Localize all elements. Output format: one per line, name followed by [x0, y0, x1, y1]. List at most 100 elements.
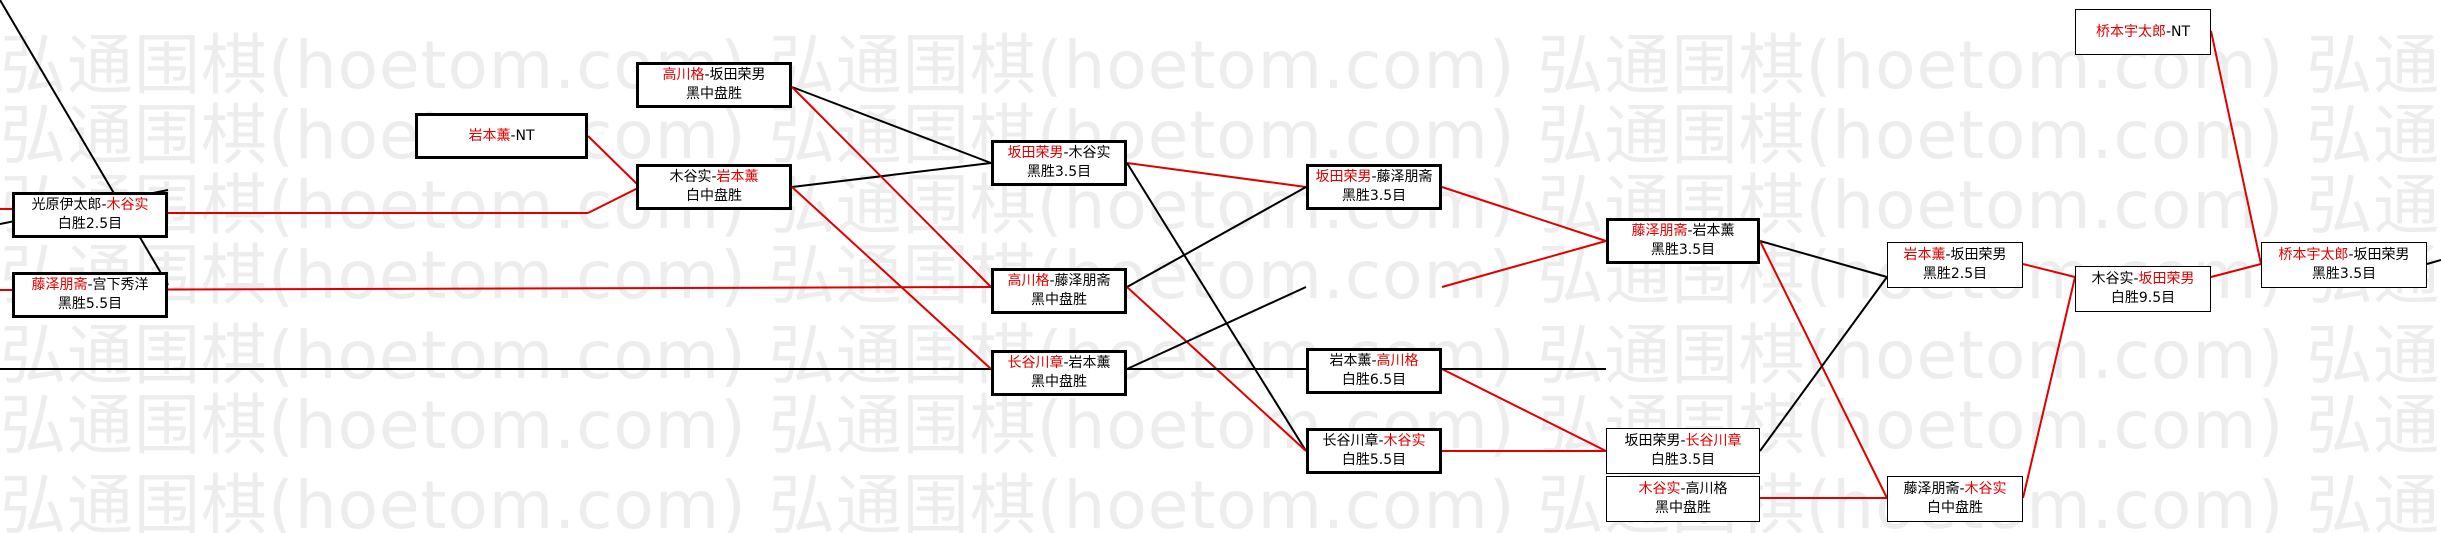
player-name: NT [515, 127, 535, 144]
connector-line [2022, 263, 2076, 278]
connector-line [1441, 240, 1607, 288]
match-result: 白中盘胜 [686, 188, 742, 204]
separator: - [1371, 353, 1377, 369]
match-node-n13[interactable]: 坂田荣男-长谷川章 白胜3.5目 [1606, 428, 1760, 474]
connector-line [1126, 186, 1307, 288]
match-node-n2[interactable]: 藤泽朋斋-宫下秀洋 黑胜5.5目 [12, 272, 168, 318]
match-node-n8[interactable]: 长谷川章-岩本薰 黑中盘胜 [991, 350, 1127, 396]
connector-line [1126, 162, 1307, 452]
player-name: 藤泽朋斋 [1376, 169, 1433, 185]
separator: - [87, 277, 93, 293]
winner-name: 桥本宇太郎 [2095, 23, 2166, 40]
separator: - [1687, 223, 1693, 239]
match-result: 白胜5.5目 [1341, 452, 1407, 468]
match-node-n12[interactable]: 藤泽朋斋-岩本薰 黑胜3.5目 [1606, 218, 1760, 264]
match-result: 黑中盘胜 [1655, 500, 1711, 516]
winner-name: 长谷川章 [1685, 433, 1742, 449]
connector-line [1126, 286, 1307, 370]
winner-name: 高川格 [662, 67, 705, 83]
player-name: 木谷实 [1068, 145, 1111, 161]
separator: - [1680, 433, 1686, 449]
player-name: 岩本薰 [1329, 353, 1372, 369]
connector-line [2210, 30, 2262, 265]
separator: - [1680, 481, 1686, 497]
winner-name: 高川格 [1007, 273, 1050, 289]
player-name: 木谷实 [669, 169, 712, 185]
match-result: 黑胜3.5目 [1341, 188, 1407, 204]
separator: - [704, 67, 710, 83]
player-name: 坂田荣男 [2353, 247, 2410, 263]
connector-line [2210, 263, 2262, 278]
match-result: 黑中盘胜 [1031, 374, 1087, 390]
separator: - [1378, 433, 1384, 449]
connector-line [1126, 162, 1307, 188]
match-result: 白胜6.5目 [1341, 372, 1407, 388]
separator: - [2348, 247, 2354, 263]
winner-name: 岩本薰 [1903, 247, 1946, 263]
connector-line [1759, 240, 1888, 278]
watermark-text: 弘通围棋(hoetom.com) 弘通围棋(hoetom.com) 弘通围棋(h… [0, 317, 2441, 394]
connector-line [1759, 240, 1888, 499]
connector-line [2022, 276, 2076, 499]
player-name: 光原伊太郎 [31, 197, 102, 213]
winner-name: 木谷实 [1383, 433, 1426, 449]
match-node-n14[interactable]: 木谷实-高川格 黑中盘胜 [1606, 476, 1760, 522]
match-node-n9[interactable]: 坂田荣男-藤泽朋斋 黑胜3.5目 [1306, 164, 1442, 210]
match-node-n10[interactable]: 岩本薰-高川格 白胜6.5目 [1306, 348, 1442, 394]
match-result: 黑胜3.5目 [1026, 164, 1092, 180]
separator: - [1063, 145, 1069, 161]
match-node-n11[interactable]: 长谷川章-木谷实 白胜5.5目 [1306, 428, 1442, 474]
watermark-text: 弘通围棋(hoetom.com) 弘通围棋(hoetom.com) 弘通围棋(h… [0, 167, 2441, 244]
match-node-n17[interactable]: 木谷实-坂田荣男 白胜9.5目 [2075, 266, 2211, 312]
player-name: 高川格 [1685, 481, 1728, 497]
match-result: 黑胜5.5目 [57, 296, 123, 312]
separator: - [2133, 271, 2139, 287]
connector-line [587, 135, 641, 188]
separator: - [510, 127, 516, 144]
match-node-n19[interactable]: 桥本宇太郎-坂田荣男 黑胜3.5目 [2261, 242, 2427, 288]
player-name: 长谷川章 [1322, 433, 1379, 449]
separator: - [2165, 23, 2172, 40]
winner-name: 藤泽朋斋 [1631, 223, 1688, 239]
winner-name: 桥本宇太郎 [2278, 247, 2349, 263]
player-name: 藤泽朋斋 [1054, 273, 1111, 289]
winner-name: 木谷实 [106, 197, 149, 213]
separator: - [1063, 355, 1069, 371]
winner-name: 藤泽朋斋 [31, 277, 88, 293]
watermark-text: 弘通围棋(hoetom.com) 弘通围棋(hoetom.com) 弘通围棋(h… [0, 97, 2441, 174]
connector-line [1441, 186, 1607, 242]
match-node-n5[interactable]: 木谷实-岩本薰 白中盘胜 [636, 164, 792, 210]
match-node-n15[interactable]: 岩本薰-坂田荣男 黑胜2.5目 [1887, 242, 2023, 288]
connector-line [1759, 276, 1888, 452]
player-name: 坂田荣男 [1950, 247, 2007, 263]
winner-name: 坂田荣男 [1007, 145, 1064, 161]
match-node-n18[interactable]: 桥本宇太郎-NT [2075, 9, 2211, 55]
connector-line [2426, 259, 2441, 265]
separator: - [1945, 247, 1951, 263]
watermark-text: 弘通围棋(hoetom.com) 弘通围棋(hoetom.com) 弘通围棋(h… [0, 467, 2441, 533]
match-result: 白胜3.5目 [1650, 452, 1716, 468]
player-name: 岩本薰 [1068, 355, 1111, 371]
connector-line [1441, 368, 1607, 452]
winner-name: 长谷川章 [1007, 355, 1064, 371]
connector-line [791, 186, 992, 370]
watermark-text: 弘通围棋(hoetom.com) 弘通围棋(hoetom.com) 弘通围棋(h… [0, 27, 2441, 104]
match-node-n6[interactable]: 坂田荣男-木谷实 黑胜3.5目 [991, 140, 1127, 186]
player-name: 宫下秀洋 [92, 277, 149, 293]
match-node-n4[interactable]: 高川格-坂田荣男 黑中盘胜 [636, 62, 792, 108]
match-node-n16[interactable]: 藤泽朋斋-木谷实 白中盘胜 [1887, 476, 2023, 522]
match-result: 黑胜3.5目 [1650, 242, 1716, 258]
match-node-n1[interactable]: 光原伊太郎-木谷实 白胜2.5目 [12, 192, 168, 238]
separator: - [1959, 481, 1965, 497]
winner-name: 木谷实 [1964, 481, 2007, 497]
connector-line [791, 86, 992, 288]
winner-name: 坂田荣男 [2138, 271, 2195, 287]
connector-line [587, 186, 641, 214]
match-result: 黑胜3.5目 [2311, 266, 2377, 282]
winner-name: 坂田荣男 [1315, 169, 1372, 185]
match-node-n3[interactable]: 岩本薰-NT [415, 113, 588, 159]
player-name: 坂田荣男 [709, 67, 766, 83]
match-node-n7[interactable]: 高川格-藤泽朋斋 黑中盘胜 [991, 268, 1127, 314]
separator: - [1371, 169, 1377, 185]
